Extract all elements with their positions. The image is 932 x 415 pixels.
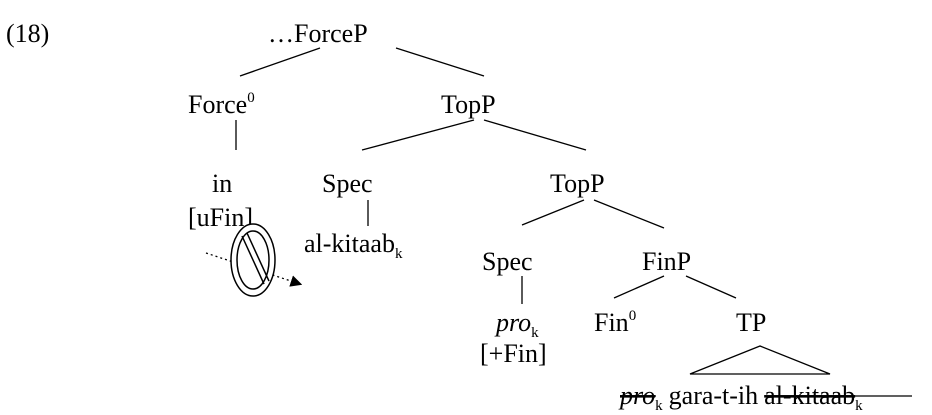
node-spec-lower: Spec	[482, 247, 533, 276]
node-al-kitaab: al-kitaabk	[304, 229, 403, 262]
node-finp: FinP	[642, 247, 691, 276]
node-topp-upper: TopP	[441, 90, 496, 119]
feature-plus-fin: [+Fin]	[480, 339, 547, 368]
node-tp: TP	[736, 308, 766, 337]
edge-forcep-topp	[395, 47, 485, 77]
edge-finp-tp	[685, 275, 737, 299]
edge-topp-spec2	[521, 199, 585, 226]
edge-forcep-force0	[239, 47, 321, 77]
node-fin-head: Fin0	[594, 308, 636, 337]
feature-ufin: [uFin]	[188, 203, 253, 232]
edge-topp-spec	[361, 119, 475, 151]
edge-topp-topp	[483, 119, 587, 151]
node-pro: prok	[494, 308, 539, 341]
tp-verb: gara-t-ih	[669, 381, 759, 410]
prohibition-icon	[230, 223, 276, 297]
node-spec-upper: Spec	[322, 169, 373, 198]
node-topp-lower: TopP	[550, 169, 605, 198]
blocked-arrow	[205, 252, 303, 287]
node-force-head: Force0	[188, 90, 255, 119]
node-in: in	[212, 169, 232, 198]
edge-finp-fin0	[613, 275, 665, 299]
node-forcep: …ForceP	[268, 19, 368, 48]
tp-triangle	[689, 345, 831, 375]
edge-topp-finp	[593, 199, 665, 229]
example-number: (18)	[6, 19, 49, 48]
